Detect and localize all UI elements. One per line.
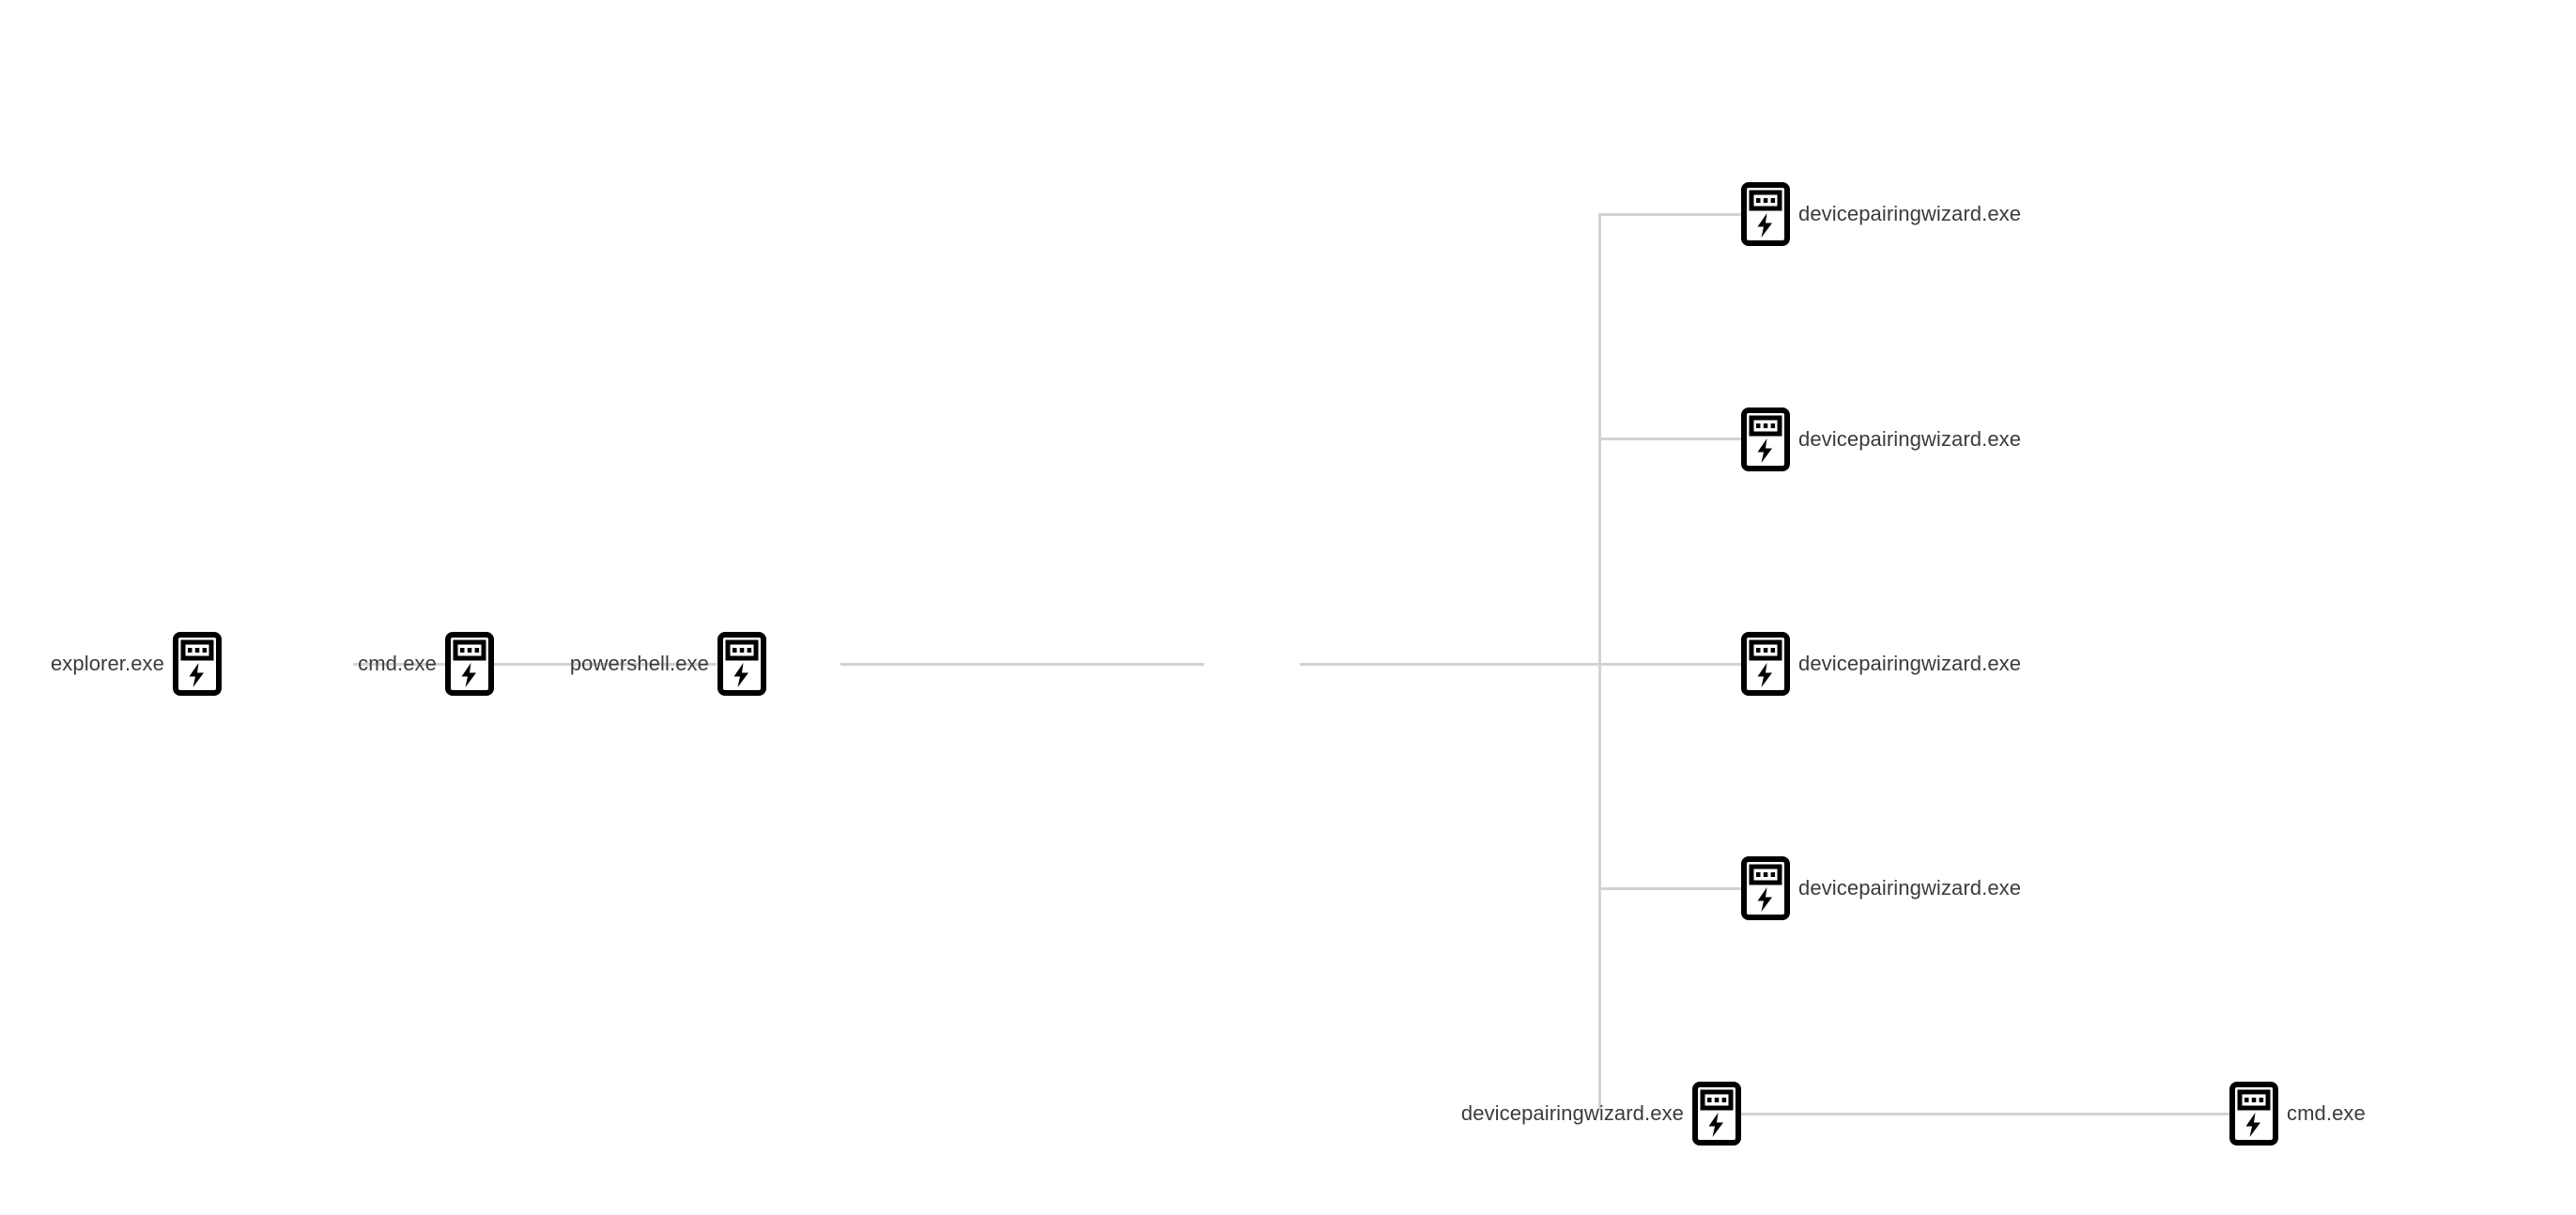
process-label: powershell.exe: [569, 652, 709, 675]
process-node-cmd-exe-2[interactable]: cmd.exe: [2229, 1082, 2366, 1146]
process-node-cmd-exe-1[interactable]: cmd.exe: [272, 632, 494, 696]
edge-branch-row2: [1598, 438, 1760, 440]
edge-branch-row4: [1598, 887, 1760, 890]
process-label: devicepairingwizard.exe: [1798, 202, 2022, 225]
edge-devicepairing-to-cmd: [1790, 1113, 2229, 1115]
process-executable-icon: [1741, 182, 1790, 246]
process-node-devicepairingwizard-exe-1[interactable]: devicepairingwizard.exe: [1741, 182, 2021, 246]
process-executable-icon: [445, 632, 494, 696]
edge-branch-row1: [1598, 213, 1760, 216]
process-node-devicepairingwizard-exe-3[interactable]: devicepairingwizard.exe: [1741, 632, 2021, 696]
process-label: cmd.exe: [358, 652, 437, 675]
edge-explorer-to-cmd: [353, 663, 717, 666]
process-node-devicepairingwizard-exe-5[interactable]: devicepairingwizard.exe: [1461, 1082, 1741, 1146]
process-executable-icon: [173, 632, 222, 696]
process-label: devicepairingwizard.exe: [1798, 876, 2022, 900]
process-label: explorer.exe: [50, 652, 164, 675]
process-label: devicepairingwizard.exe: [1460, 1101, 1684, 1125]
process-executable-icon: [1741, 856, 1790, 920]
process-label: devicepairingwizard.exe: [1798, 427, 2022, 451]
process-executable-icon: [2229, 1082, 2278, 1146]
process-node-explorer-exe[interactable]: explorer.exe: [0, 632, 222, 696]
process-executable-icon: [1692, 1082, 1741, 1146]
edge-powershell-to-branch: [1300, 663, 1759, 666]
process-executable-icon: [717, 632, 766, 696]
process-executable-icon: [1741, 632, 1790, 696]
process-node-devicepairingwizard-exe-4[interactable]: devicepairingwizard.exe: [1741, 856, 2021, 920]
process-node-devicepairingwizard-exe-2[interactable]: devicepairingwizard.exe: [1741, 408, 2021, 471]
process-label: devicepairingwizard.exe: [1798, 652, 2022, 675]
process-node-powershell-exe[interactable]: powershell.exe: [545, 632, 766, 696]
edge-vertical-trunk: [1598, 213, 1601, 1110]
process-label: cmd.exe: [2287, 1101, 2366, 1125]
edge-cmd-to-powershell: [841, 663, 1204, 666]
process-executable-icon: [1741, 408, 1790, 471]
